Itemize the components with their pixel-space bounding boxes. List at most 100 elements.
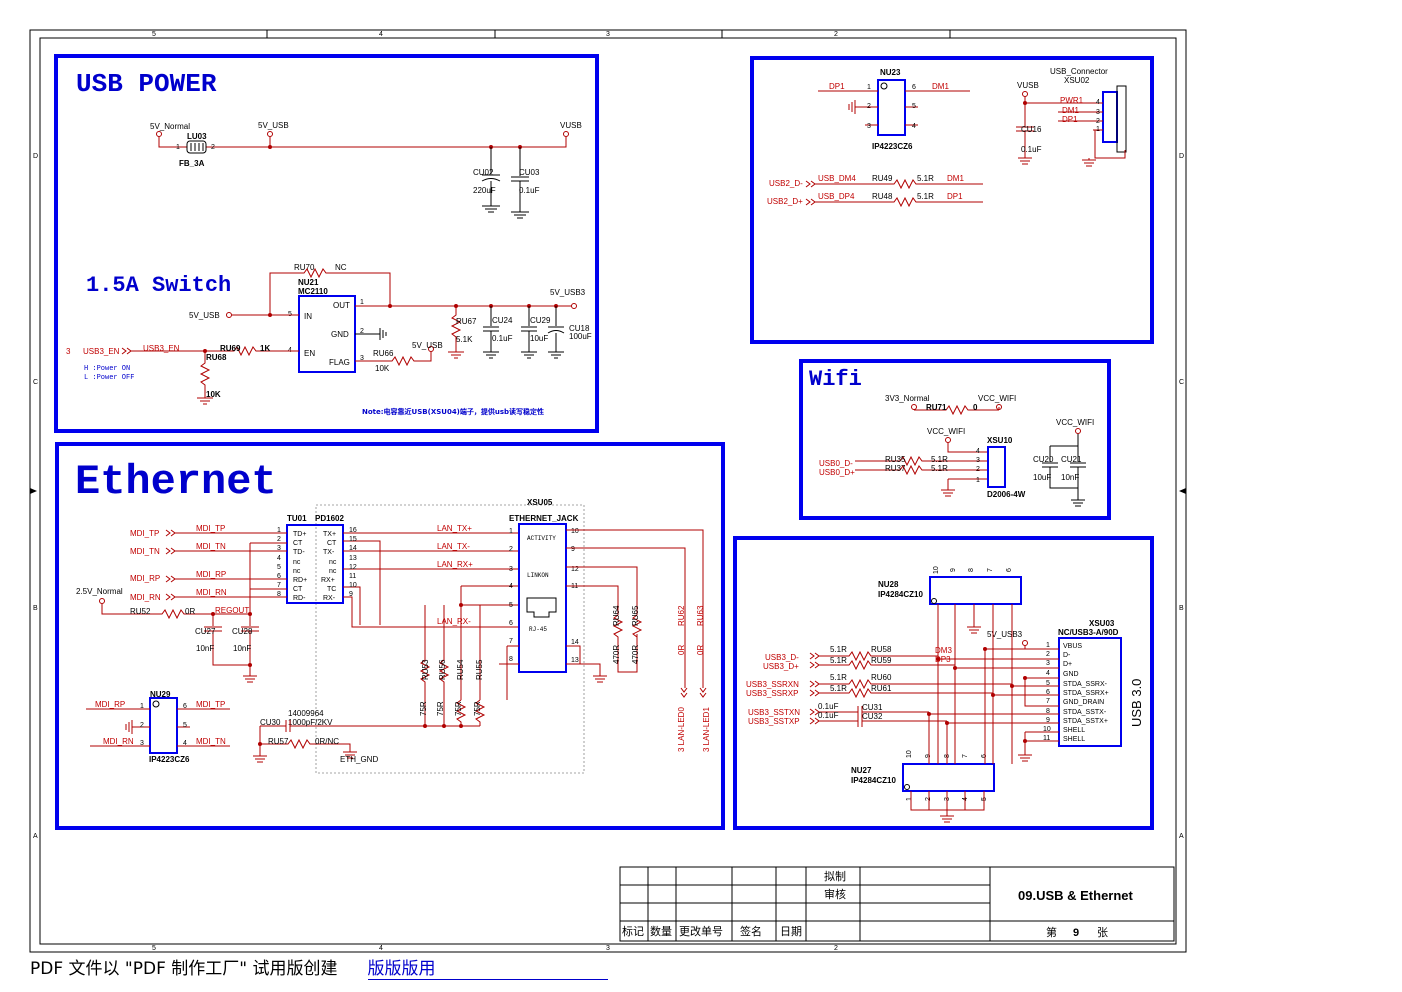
res-ru67 xyxy=(448,306,464,359)
tu01-pin-nc3: nc xyxy=(329,559,337,566)
col-date: 日期 xyxy=(780,925,802,938)
nu29-pin2: 2 xyxy=(140,722,144,729)
zone-row-d-right: D xyxy=(1179,153,1184,160)
cu31-value: 0.1uF xyxy=(818,702,839,711)
ru65-ref: RU65 xyxy=(631,605,640,626)
nu23-pin4: 4 xyxy=(912,123,916,130)
cu28-value: 10nF xyxy=(233,644,251,653)
lu03-pin1: 1 xyxy=(176,144,180,151)
net-5v-normal: 5V_Normal xyxy=(150,122,190,131)
xsu03-pin-ssrx-minus: STDA_SSRX- xyxy=(1063,681,1108,688)
zone-row-a: A xyxy=(33,833,38,840)
net-lan-rx-plus: LAN_RX+ xyxy=(437,560,473,569)
port-usb0-dm: USB0_D- xyxy=(819,459,853,468)
ru63-ref: RU63 xyxy=(696,605,705,626)
xsu03-num-2: 2 xyxy=(1046,651,1050,658)
usb-power-block xyxy=(54,54,599,433)
ru55-ref: RU55 xyxy=(475,659,484,680)
ru64-value: 470R xyxy=(612,645,621,664)
cu24-value: 0.1uF xyxy=(492,334,513,343)
ru61-value: 5.1R xyxy=(830,684,847,693)
nu23-pin1: 1 xyxy=(867,84,871,91)
tu01-num-13: 13 xyxy=(349,555,357,562)
part-code: 14009964 xyxy=(288,709,324,718)
nu21-pin3: 3 xyxy=(360,355,364,362)
net-mdi-tp: MDI_TP xyxy=(196,524,225,533)
res-ru48 xyxy=(815,196,983,208)
ru55-value: 75R xyxy=(473,701,482,716)
jack-pin-14: 14 xyxy=(571,639,579,646)
usb-a-connector-xsu02 xyxy=(1102,91,1118,143)
cu31-ref: CU31 xyxy=(862,703,883,712)
usb-power-circuit: 5V_Normal 5V_USB VUSB LU03 FB_3A 1 2 CU0… xyxy=(150,121,582,219)
nu28-ref: NU28 xyxy=(878,580,899,589)
ru59-value: 5.1R xyxy=(830,656,847,665)
usb-power-title: USB POWER xyxy=(76,69,217,99)
port-usb3-sstxn: USB3_SSTXN xyxy=(748,708,800,717)
ru48-ref: RU48 xyxy=(872,192,893,201)
ru54-value: 75R xyxy=(454,701,463,716)
usb3-label: USB 3.0 xyxy=(1129,679,1144,727)
ru53-value: 75R xyxy=(419,701,428,716)
cu16-ref: CU16 xyxy=(1021,125,1042,134)
nu28-part: IP4284CZ10 xyxy=(878,590,923,599)
col-signature: 签名 xyxy=(740,924,762,938)
zone-row-c-right: C xyxy=(1179,379,1184,386)
tu01-pin-ct3: CT xyxy=(327,540,337,547)
xsu03-num-8: 8 xyxy=(1046,708,1050,715)
xsu02-pin2: 2 xyxy=(1096,118,1100,125)
footer-link[interactable]: 版版版用 xyxy=(367,954,608,980)
xsu03-pin-sstx-minus: STDA_SSTX- xyxy=(1063,709,1107,716)
net-dm1-out: DM1 xyxy=(947,174,964,183)
xsu10-pin3: 3 xyxy=(976,457,980,464)
xsu03-num-7: 7 xyxy=(1046,698,1050,705)
net-lan-tx-plus: LAN_TX+ xyxy=(437,524,472,533)
net-2v5-normal: 2.5V_Normal xyxy=(76,587,123,596)
cu27-ref: CU27 xyxy=(195,627,216,636)
xsu03-num-4: 4 xyxy=(1046,670,1050,677)
cu21-ref: CU21 xyxy=(1061,455,1082,464)
usb3-circuit: NU28 IP4284CZ10 10 9 8 7 6 NU27 IP4284CZ… xyxy=(746,566,1144,823)
led-activity-label: ACTIVITY xyxy=(527,535,556,542)
footer-text: PDF 文件以 "PDF 制作工厂" 试用版创建 xyxy=(30,959,338,979)
xsu03-num-1: 1 xyxy=(1046,642,1050,649)
nu27-part: IP4284CZ10 xyxy=(851,776,896,785)
res-ru71 xyxy=(914,404,1000,416)
jack-pin-5: 5 xyxy=(509,602,513,609)
cu02-ref: CU02 xyxy=(473,168,494,177)
cu18-ref: CU18 xyxy=(569,324,590,333)
zone-col-3: 3 xyxy=(606,31,610,38)
ic-nu28 xyxy=(929,576,1022,605)
zone-col-2: 2 xyxy=(834,31,838,38)
xsu03-num-5: 5 xyxy=(1046,680,1050,687)
cu24-ref: CU24 xyxy=(492,316,513,325)
tu01-num-8: 8 xyxy=(277,591,281,598)
cu20-value: 10uF xyxy=(1033,473,1051,482)
zone-col-2-bottom: 2 xyxy=(834,945,838,952)
nu28-pin8: 8 xyxy=(968,568,975,572)
net-dp3: DP3 xyxy=(935,655,951,664)
cu18-value: 100uF xyxy=(569,332,592,341)
ru65-value: 470R xyxy=(631,645,640,664)
net-dp1-conn: DP1 xyxy=(1062,115,1078,124)
usb2-block xyxy=(750,56,1154,344)
rj45-label: RJ-45 xyxy=(529,626,547,633)
cu16-value: 0.1uF xyxy=(1021,145,1042,154)
ru57-ref: RU57 xyxy=(268,737,289,746)
nu23-part: IP4223CZ6 xyxy=(872,142,913,151)
cu03-ref: CU03 xyxy=(519,168,540,177)
ru48-value: 5.1R xyxy=(917,192,934,201)
res-75r-termination xyxy=(290,605,486,727)
rj45-jack-xsu05 xyxy=(518,523,567,673)
tu01-pin-rd-plus: RD+ xyxy=(293,577,307,584)
cu21-value: 10nF xyxy=(1061,473,1079,482)
pin-gnd: GND xyxy=(331,330,349,339)
xsu03-pin-gnd-drain: GND_DRAIN xyxy=(1063,699,1104,706)
nu29-pin1: 1 xyxy=(140,703,144,710)
ferrite-bead-lu03 xyxy=(186,140,207,154)
xsu03-pin-vbus: VBUS xyxy=(1063,643,1082,650)
net-regout: REGOUT xyxy=(215,606,249,615)
nu27-pin7: 7 xyxy=(962,754,969,758)
net-usb-dm4: USB_DM4 xyxy=(818,174,856,183)
switch-circuit: RU70 NC NU21 MC2110 OUT IN GND EN FLAG 1… xyxy=(66,263,592,416)
